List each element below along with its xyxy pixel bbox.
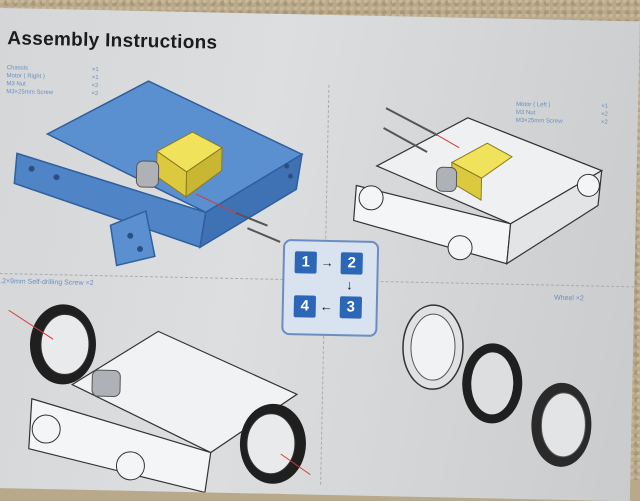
arrow-left-icon: ← bbox=[319, 298, 333, 315]
arrow-right-icon: → bbox=[320, 254, 334, 271]
arrow-down-icon: ↓ bbox=[346, 277, 353, 293]
step-number-4: 4 bbox=[293, 295, 317, 318]
step-number-1: 1 bbox=[294, 251, 317, 274]
blue-chassis-illustration bbox=[13, 80, 304, 267]
assembly-illustrations bbox=[8, 80, 604, 494]
chassis-with-wheels-illustration bbox=[8, 304, 311, 494]
step-number-2: 2 bbox=[340, 252, 363, 275]
exploded-wheel-illustration bbox=[402, 304, 592, 467]
instruction-booklet: Assembly Instructions Chassis×1 Motor ( … bbox=[0, 8, 640, 501]
step-number-3: 3 bbox=[339, 296, 363, 319]
white-chassis-illustration bbox=[352, 107, 604, 265]
step-order-diagram: 1 2 3 4 → ↓ ← bbox=[281, 238, 380, 337]
